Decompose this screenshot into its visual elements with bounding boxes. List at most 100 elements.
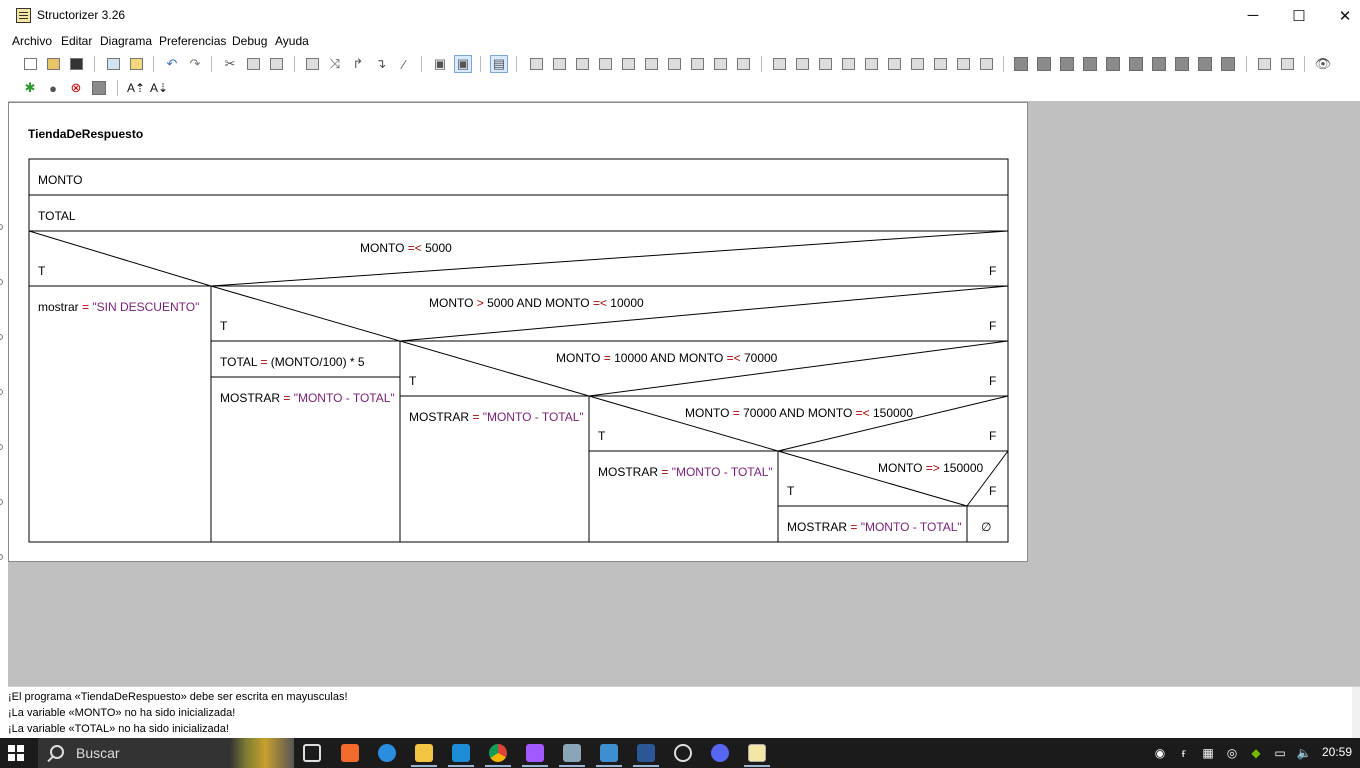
github-desktop-icon[interactable] <box>674 744 692 762</box>
search-icon <box>50 745 64 759</box>
copy-icon[interactable] <box>244 55 262 73</box>
menu-debug[interactable]: Debug <box>232 34 268 48</box>
add-parallel-after-icon[interactable] <box>977 55 995 73</box>
new-file-icon[interactable] <box>21 55 39 73</box>
magic-wand-icon[interactable]: ⁄ <box>402 56 406 72</box>
print-icon[interactable] <box>104 55 122 73</box>
keyboard-tray-icon[interactable]: ▦ <box>1202 746 1214 760</box>
add-for-after-icon[interactable] <box>839 55 857 73</box>
open-folder-icon[interactable] <box>44 55 62 73</box>
color-white-icon[interactable] <box>1012 55 1030 73</box>
export-picture-icon[interactable] <box>127 55 145 73</box>
font-up-icon[interactable]: A⇡ <box>126 81 146 95</box>
log-scrollbar[interactable] <box>1352 687 1360 739</box>
system-clock[interactable]: 20:59 <box>1322 745 1353 759</box>
move-up-icon[interactable] <box>303 55 321 73</box>
branch-4-statement: MOSTRAR = "MONTO - TOTAL" <box>598 465 773 479</box>
add-case-after-icon[interactable] <box>816 55 834 73</box>
paste-icon[interactable] <box>267 55 285 73</box>
menu-editar[interactable]: Editar <box>61 34 93 48</box>
log-line-3[interactable]: ¡La variable «TOTAL» no ha sido iniciali… <box>8 723 229 735</box>
figma-icon[interactable] <box>526 744 544 762</box>
add-instruction-after-icon[interactable] <box>770 55 788 73</box>
menu-ayuda[interactable]: Ayuda <box>275 34 309 48</box>
redo-icon[interactable]: ↷ <box>189 56 201 71</box>
task-view-icon[interactable] <box>303 744 321 762</box>
maximize-button[interactable]: ☐ <box>1292 7 1306 25</box>
add-repeat-after-icon[interactable] <box>885 55 903 73</box>
photos-icon[interactable] <box>600 744 618 762</box>
add-instruction-before-icon[interactable] <box>527 55 545 73</box>
discord-icon[interactable] <box>711 744 729 762</box>
stop-icon[interactable]: ⊗ <box>70 80 82 95</box>
nvidia-tray-icon[interactable]: ◆ <box>1251 746 1261 760</box>
xampp-icon[interactable] <box>341 744 359 762</box>
cut-icon[interactable]: ✂ <box>224 56 236 71</box>
menu-archivo[interactable]: Archivo <box>12 34 53 48</box>
github-tray-icon[interactable]: ◎ <box>1226 746 1238 760</box>
color-9-icon[interactable] <box>1219 55 1237 73</box>
add-for-before-icon[interactable] <box>596 55 614 73</box>
volume-tray-icon[interactable]: 🔈 <box>1296 746 1312 760</box>
add-parallel-before-icon[interactable] <box>734 55 752 73</box>
add-while-after-icon[interactable] <box>862 55 880 73</box>
color-6-icon[interactable] <box>1150 55 1168 73</box>
move-in-icon[interactable]: ↴ <box>375 56 387 71</box>
close-button[interactable]: ✕ <box>1338 7 1352 25</box>
chrome-icon[interactable] <box>489 744 507 762</box>
add-forever-after-icon[interactable] <box>908 55 926 73</box>
color-5-icon[interactable] <box>1127 55 1145 73</box>
edge-icon[interactable] <box>378 744 396 762</box>
false-label-1: F <box>989 264 996 278</box>
turtle-icon[interactable]: ✱ <box>24 80 36 95</box>
color-3-icon[interactable] <box>1081 55 1099 73</box>
add-jump-before-icon[interactable] <box>711 55 729 73</box>
diagram-canvas[interactable]: TiendaDeRespuesto <box>8 102 1028 562</box>
add-call-after-icon[interactable] <box>931 55 949 73</box>
color-7-icon[interactable] <box>1173 55 1191 73</box>
file-explorer-icon[interactable] <box>415 744 433 762</box>
word-icon[interactable] <box>637 744 655 762</box>
menu-preferencias[interactable]: Preferencias <box>159 34 227 48</box>
false-label-4: F <box>989 429 996 443</box>
layout-1-icon[interactable] <box>1255 55 1273 73</box>
discord-tray-icon[interactable]: ◉ <box>1154 746 1166 760</box>
network-tray-icon[interactable]: ▭ <box>1274 746 1286 760</box>
save-icon[interactable] <box>67 55 85 73</box>
color-1-icon[interactable] <box>1035 55 1053 73</box>
network-app-icon[interactable] <box>563 744 581 762</box>
log-line-2[interactable]: ¡La variable «MONTO» no ha sido iniciali… <box>8 707 236 719</box>
eye-icon[interactable]: 👁 <box>1314 56 1332 71</box>
minimize-button[interactable]: ─ <box>1247 7 1259 24</box>
nsd-diagram[interactable]: TiendaDeRespuesto <box>9 103 1029 563</box>
error-log-panel[interactable]: ¡El programa «TiendaDeRespuesto» debe se… <box>8 686 1360 739</box>
collapse-icon[interactable]: ▣ <box>433 56 447 71</box>
figma-tray-icon[interactable]: ғ <box>1181 746 1187 760</box>
add-jump-after-icon[interactable] <box>954 55 972 73</box>
layout-2-icon[interactable] <box>1278 55 1296 73</box>
add-forever-before-icon[interactable] <box>665 55 683 73</box>
add-case-before-icon[interactable] <box>573 55 591 73</box>
taskbar-search-box[interactable]: Buscar <box>38 738 294 768</box>
run-icon[interactable]: ● <box>49 80 57 96</box>
color-8-icon[interactable] <box>1196 55 1214 73</box>
add-if-before-icon[interactable] <box>550 55 568 73</box>
color-4-icon[interactable] <box>1104 55 1122 73</box>
start-button[interactable] <box>8 745 24 761</box>
log-line-1[interactable]: ¡El programa «TiendaDeRespuesto» debe se… <box>8 691 348 703</box>
debug-icon[interactable] <box>90 79 108 97</box>
color-2-icon[interactable] <box>1058 55 1076 73</box>
add-call-before-icon[interactable] <box>688 55 706 73</box>
expand-icon[interactable]: ▣ <box>454 55 472 73</box>
structorizer-taskbar-icon[interactable] <box>748 744 766 762</box>
transmute-icon[interactable]: ⤨ <box>329 56 341 71</box>
vscode-icon[interactable] <box>452 744 470 762</box>
move-out-icon[interactable]: ↱ <box>352 56 364 71</box>
add-repeat-before-icon[interactable] <box>642 55 660 73</box>
undo-icon[interactable]: ↶ <box>166 56 178 71</box>
program-mode-icon[interactable]: ▤ <box>490 55 508 73</box>
font-down-icon[interactable]: A⇣ <box>149 81 169 95</box>
add-if-after-icon[interactable] <box>793 55 811 73</box>
add-while-before-icon[interactable] <box>619 55 637 73</box>
menu-diagrama[interactable]: Diagrama <box>100 34 153 48</box>
